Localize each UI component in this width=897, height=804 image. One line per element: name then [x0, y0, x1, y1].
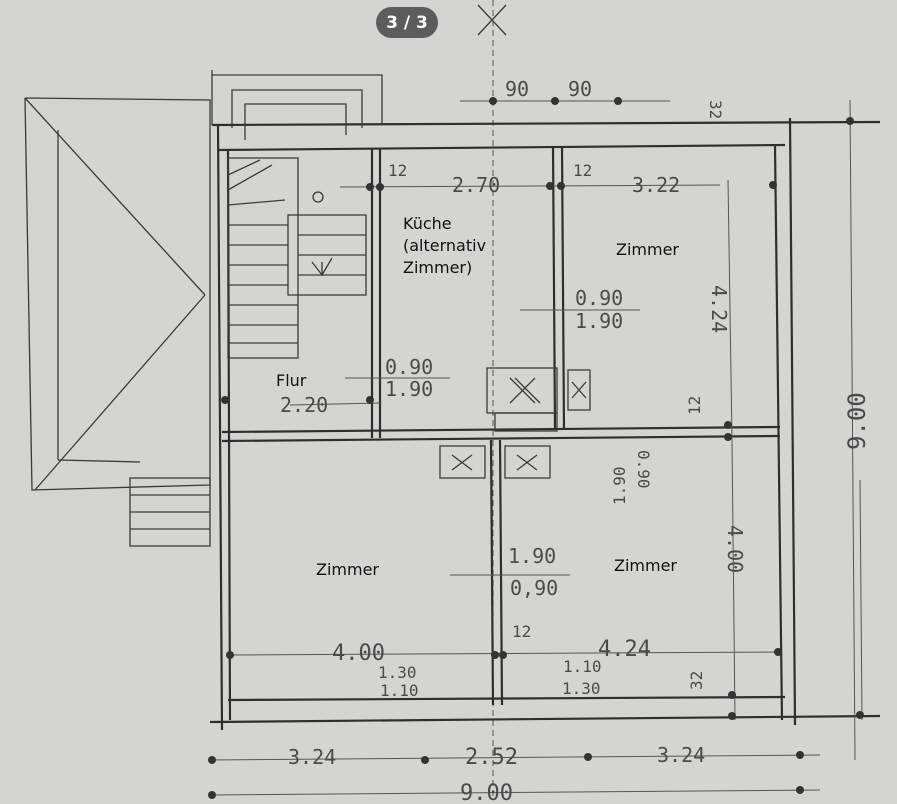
dim-window-right-b: 1.30	[562, 679, 601, 698]
dim-door-center-h: 1.90	[610, 466, 629, 505]
dim-bottom-2-52: 2.52	[465, 745, 518, 770]
dim-door-lower-bottom: 0,90	[510, 576, 558, 600]
dim-room-depth-bottom: 4.00	[723, 525, 747, 573]
dim-left-room-width: 4.00	[332, 641, 385, 666]
dim-door-room-w: 0.90	[575, 286, 623, 310]
dim-window-left-b: 1.10	[380, 681, 419, 700]
inner-walls	[221, 145, 781, 706]
north-cross-icon	[477, 0, 507, 800]
dim-room-depth-top: 4.24	[707, 285, 731, 333]
porch	[24, 97, 211, 547]
dim-door-center-w: 0.90	[634, 450, 653, 489]
dim-door-kitchen-h: 1.90	[385, 377, 433, 401]
dim-door-room-h: 1.90	[575, 309, 623, 333]
room-label-bottom-right: Zimmer	[614, 556, 677, 575]
dim-wall-12-c: 12	[685, 396, 704, 415]
dim-top-90-b: 90	[568, 77, 592, 101]
dim-bottom-3-24-a: 3.24	[288, 745, 336, 769]
dim-door-kitchen-w: 0.90	[385, 355, 433, 379]
dim-window-right-a: 1.10	[563, 657, 602, 676]
chimneys	[439, 367, 591, 479]
dim-hall-width: 2.20	[280, 393, 328, 417]
balcony	[211, 70, 383, 140]
staircase	[227, 157, 367, 359]
dimension-lines	[208, 97, 864, 799]
room-label-kitchen-line2: (alternativ	[403, 236, 486, 255]
dim-wall-12-d: 12	[512, 622, 531, 641]
dim-wall-12-b: 12	[573, 161, 592, 180]
room-label-bottom-left: Zimmer	[316, 560, 379, 579]
room-label-hall: Flur	[276, 371, 307, 390]
dim-total-width: 9.00	[460, 781, 513, 804]
dim-door-lower-top: 1.90	[508, 544, 556, 568]
dim-window-left-a: 1.30	[378, 663, 417, 682]
dim-kitchen-width: 2.70	[452, 173, 500, 197]
room-label-top-right: Zimmer	[616, 240, 679, 259]
dim-bottom-32: 32	[687, 671, 706, 690]
dim-right-room-width: 4.24	[598, 637, 651, 662]
dim-wall-12-a: 12	[388, 161, 407, 180]
room-label-kitchen-line1: Küche	[403, 214, 452, 233]
room-label-kitchen-line3: Zimmer)	[403, 258, 472, 277]
dim-room-width-top: 3.22	[632, 173, 680, 197]
dim-bottom-3-24-b: 3.24	[657, 743, 705, 767]
outer-walls	[209, 117, 881, 731]
page-indicator-label: 3 / 3	[386, 12, 428, 33]
dim-top-32: 32	[706, 100, 725, 119]
dim-total-depth: 9.00	[843, 392, 871, 450]
page-indicator-badge[interactable]: 3 / 3	[376, 7, 438, 38]
dim-top-90-a: 90	[505, 77, 529, 101]
